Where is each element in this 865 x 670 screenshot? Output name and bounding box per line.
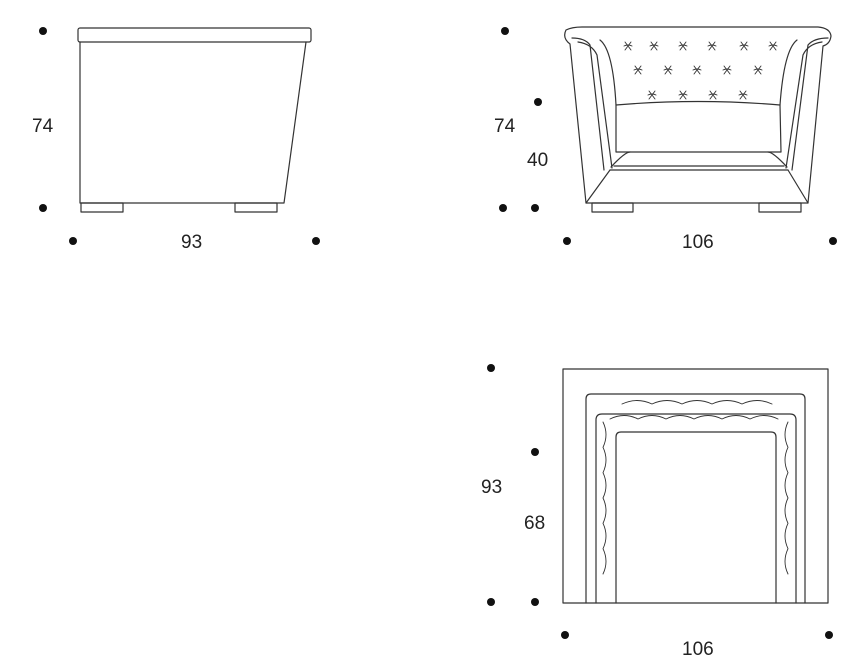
top-quilt-row xyxy=(609,415,779,420)
top-view-quilting xyxy=(602,400,789,575)
front-view-back-inner xyxy=(599,39,798,106)
side-height-marker-bottom xyxy=(39,204,47,212)
front-height-marker-bottom xyxy=(499,204,507,212)
tuft-button xyxy=(753,65,763,75)
top-quilt-arm xyxy=(784,421,789,575)
tuft-button xyxy=(722,65,732,75)
front-view-outline xyxy=(564,26,832,204)
side-view xyxy=(77,27,312,213)
front-view-tufting xyxy=(623,41,778,100)
top-quilt-arm xyxy=(602,421,607,575)
top-quilt-row xyxy=(621,400,773,405)
top-view-backrest xyxy=(585,393,806,604)
front-view-seat-height-label: 40 xyxy=(527,150,549,171)
top-view-inner-frame xyxy=(595,413,797,604)
top-width-marker-left xyxy=(561,631,569,639)
front-view-seat-front xyxy=(615,104,782,153)
tuft-button xyxy=(707,41,717,51)
front-width-marker-left xyxy=(563,237,571,245)
side-view-height-label: 74 xyxy=(32,116,54,137)
front-view-height-label: 74 xyxy=(494,116,516,137)
side-view-top-cushion xyxy=(77,27,312,43)
front-view-left-leg xyxy=(591,202,634,213)
front-seat-marker-bottom xyxy=(531,204,539,212)
top-view-outline xyxy=(562,368,829,604)
top-view-seat-depth-label: 68 xyxy=(524,513,546,534)
top-depth-marker-top xyxy=(487,364,495,372)
front-height-marker-top xyxy=(501,27,509,35)
tuft-button xyxy=(633,65,643,75)
side-depth-marker-right xyxy=(312,237,320,245)
front-view-seat-base xyxy=(610,151,788,168)
tuft-button xyxy=(678,41,688,51)
side-depth-marker-left xyxy=(69,237,77,245)
top-view-seat xyxy=(615,431,777,604)
front-view-width-label: 106 xyxy=(682,232,714,253)
front-view-right-leg xyxy=(758,202,802,213)
tuft-button xyxy=(768,41,778,51)
tuft-button xyxy=(708,90,718,100)
front-width-marker-right xyxy=(829,237,837,245)
tuft-button xyxy=(678,90,688,100)
top-seat-marker-bottom xyxy=(531,598,539,606)
front-view-base-corners xyxy=(585,169,809,204)
side-view-back-leg xyxy=(234,202,278,213)
tuft-button xyxy=(738,90,748,100)
front-view xyxy=(564,26,832,213)
front-view-right-arm xyxy=(791,37,829,171)
top-view xyxy=(562,368,829,604)
front-view-base-line xyxy=(609,165,789,171)
tuft-button xyxy=(623,41,633,51)
top-depth-marker-bottom xyxy=(487,598,495,606)
side-view-front-leg xyxy=(80,202,124,213)
front-view-left-arm-inner xyxy=(577,41,613,169)
top-width-marker-right xyxy=(825,631,833,639)
front-seat-marker-top xyxy=(534,98,542,106)
side-height-marker-top xyxy=(39,27,47,35)
top-seat-marker-top xyxy=(531,448,539,456)
side-view-depth-label: 93 xyxy=(181,232,203,253)
tuft-button xyxy=(663,65,673,75)
front-view-seat-top xyxy=(615,100,781,106)
front-view-left-arm xyxy=(571,37,605,171)
tuft-button xyxy=(739,41,749,51)
top-view-depth-label: 93 xyxy=(481,477,503,498)
tuft-button xyxy=(647,90,657,100)
side-view-body xyxy=(79,41,307,204)
tuft-button xyxy=(692,65,702,75)
tuft-button xyxy=(649,41,659,51)
top-view-width-label: 106 xyxy=(682,639,714,660)
front-view-right-arm-inner xyxy=(785,41,823,169)
